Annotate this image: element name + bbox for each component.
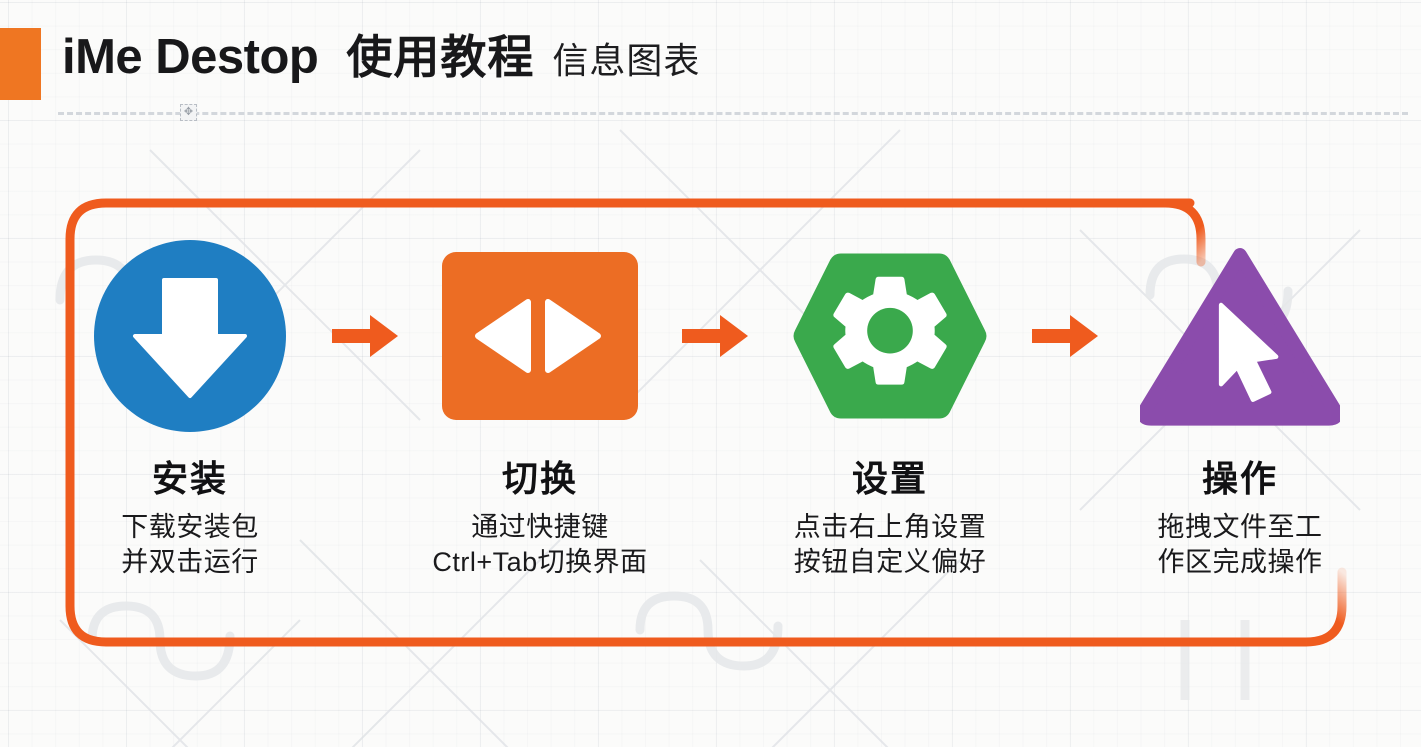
gear-icon [793,253,987,419]
page-header: iMe Destop 使用教程 信息图表 ✥ [0,0,1421,130]
process-step-switch[interactable]: 切换 通过快捷键 Ctrl+Tab切换界面 [420,236,660,581]
settings-icon-wrap [790,236,990,436]
title-brand: iMe Destop [62,30,319,84]
title-subtitle: 信息图表 [552,40,701,81]
step-title: 安装 [151,458,228,499]
download-arrow-icon [94,240,286,432]
operate-icon-wrap [1140,236,1340,436]
install-icon-wrap [90,236,290,436]
move-handle-icon[interactable]: ✥ [180,104,197,121]
arrow-right-icon-1 [323,236,407,436]
step-desc: 拖拽文件至工 作区完成操作 [1157,511,1323,578]
step-title: 操作 [1201,458,1278,499]
title-main: 使用教程 [346,31,535,83]
step-desc: 点击右上角设置 按钮自定义偏好 [793,511,987,578]
process-step-settings[interactable]: 设置 点击右上角设置 按钮自定义偏好 [770,236,1010,581]
header-divider [58,112,1408,115]
arrow-right-icon-2 [673,236,757,436]
step-title: 切换 [501,458,578,499]
page-title: iMe Destop 使用教程 信息图表 [62,33,700,82]
arrow-right-icon-3 [1023,236,1107,436]
process-step-operate[interactable]: 操作 拖拽文件至工 作区完成操作 [1120,236,1360,581]
cursor-pointer-icon [1140,248,1340,426]
process-step-install[interactable]: 安装 下载安装包 并双击运行 [70,236,310,581]
process-steps: 安装 下载安装包 并双击运行 切换 通过快捷键 Ctrl+Tab切换界面 [70,236,1360,581]
step-desc: 通过快捷键 Ctrl+Tab切换界面 [432,511,648,578]
step-desc: 下载安装包 并双击运行 [121,511,259,578]
switch-icon-wrap [440,236,640,436]
step-title: 设置 [851,458,928,499]
accent-block [0,28,41,100]
switch-arrows-icon [442,252,638,420]
